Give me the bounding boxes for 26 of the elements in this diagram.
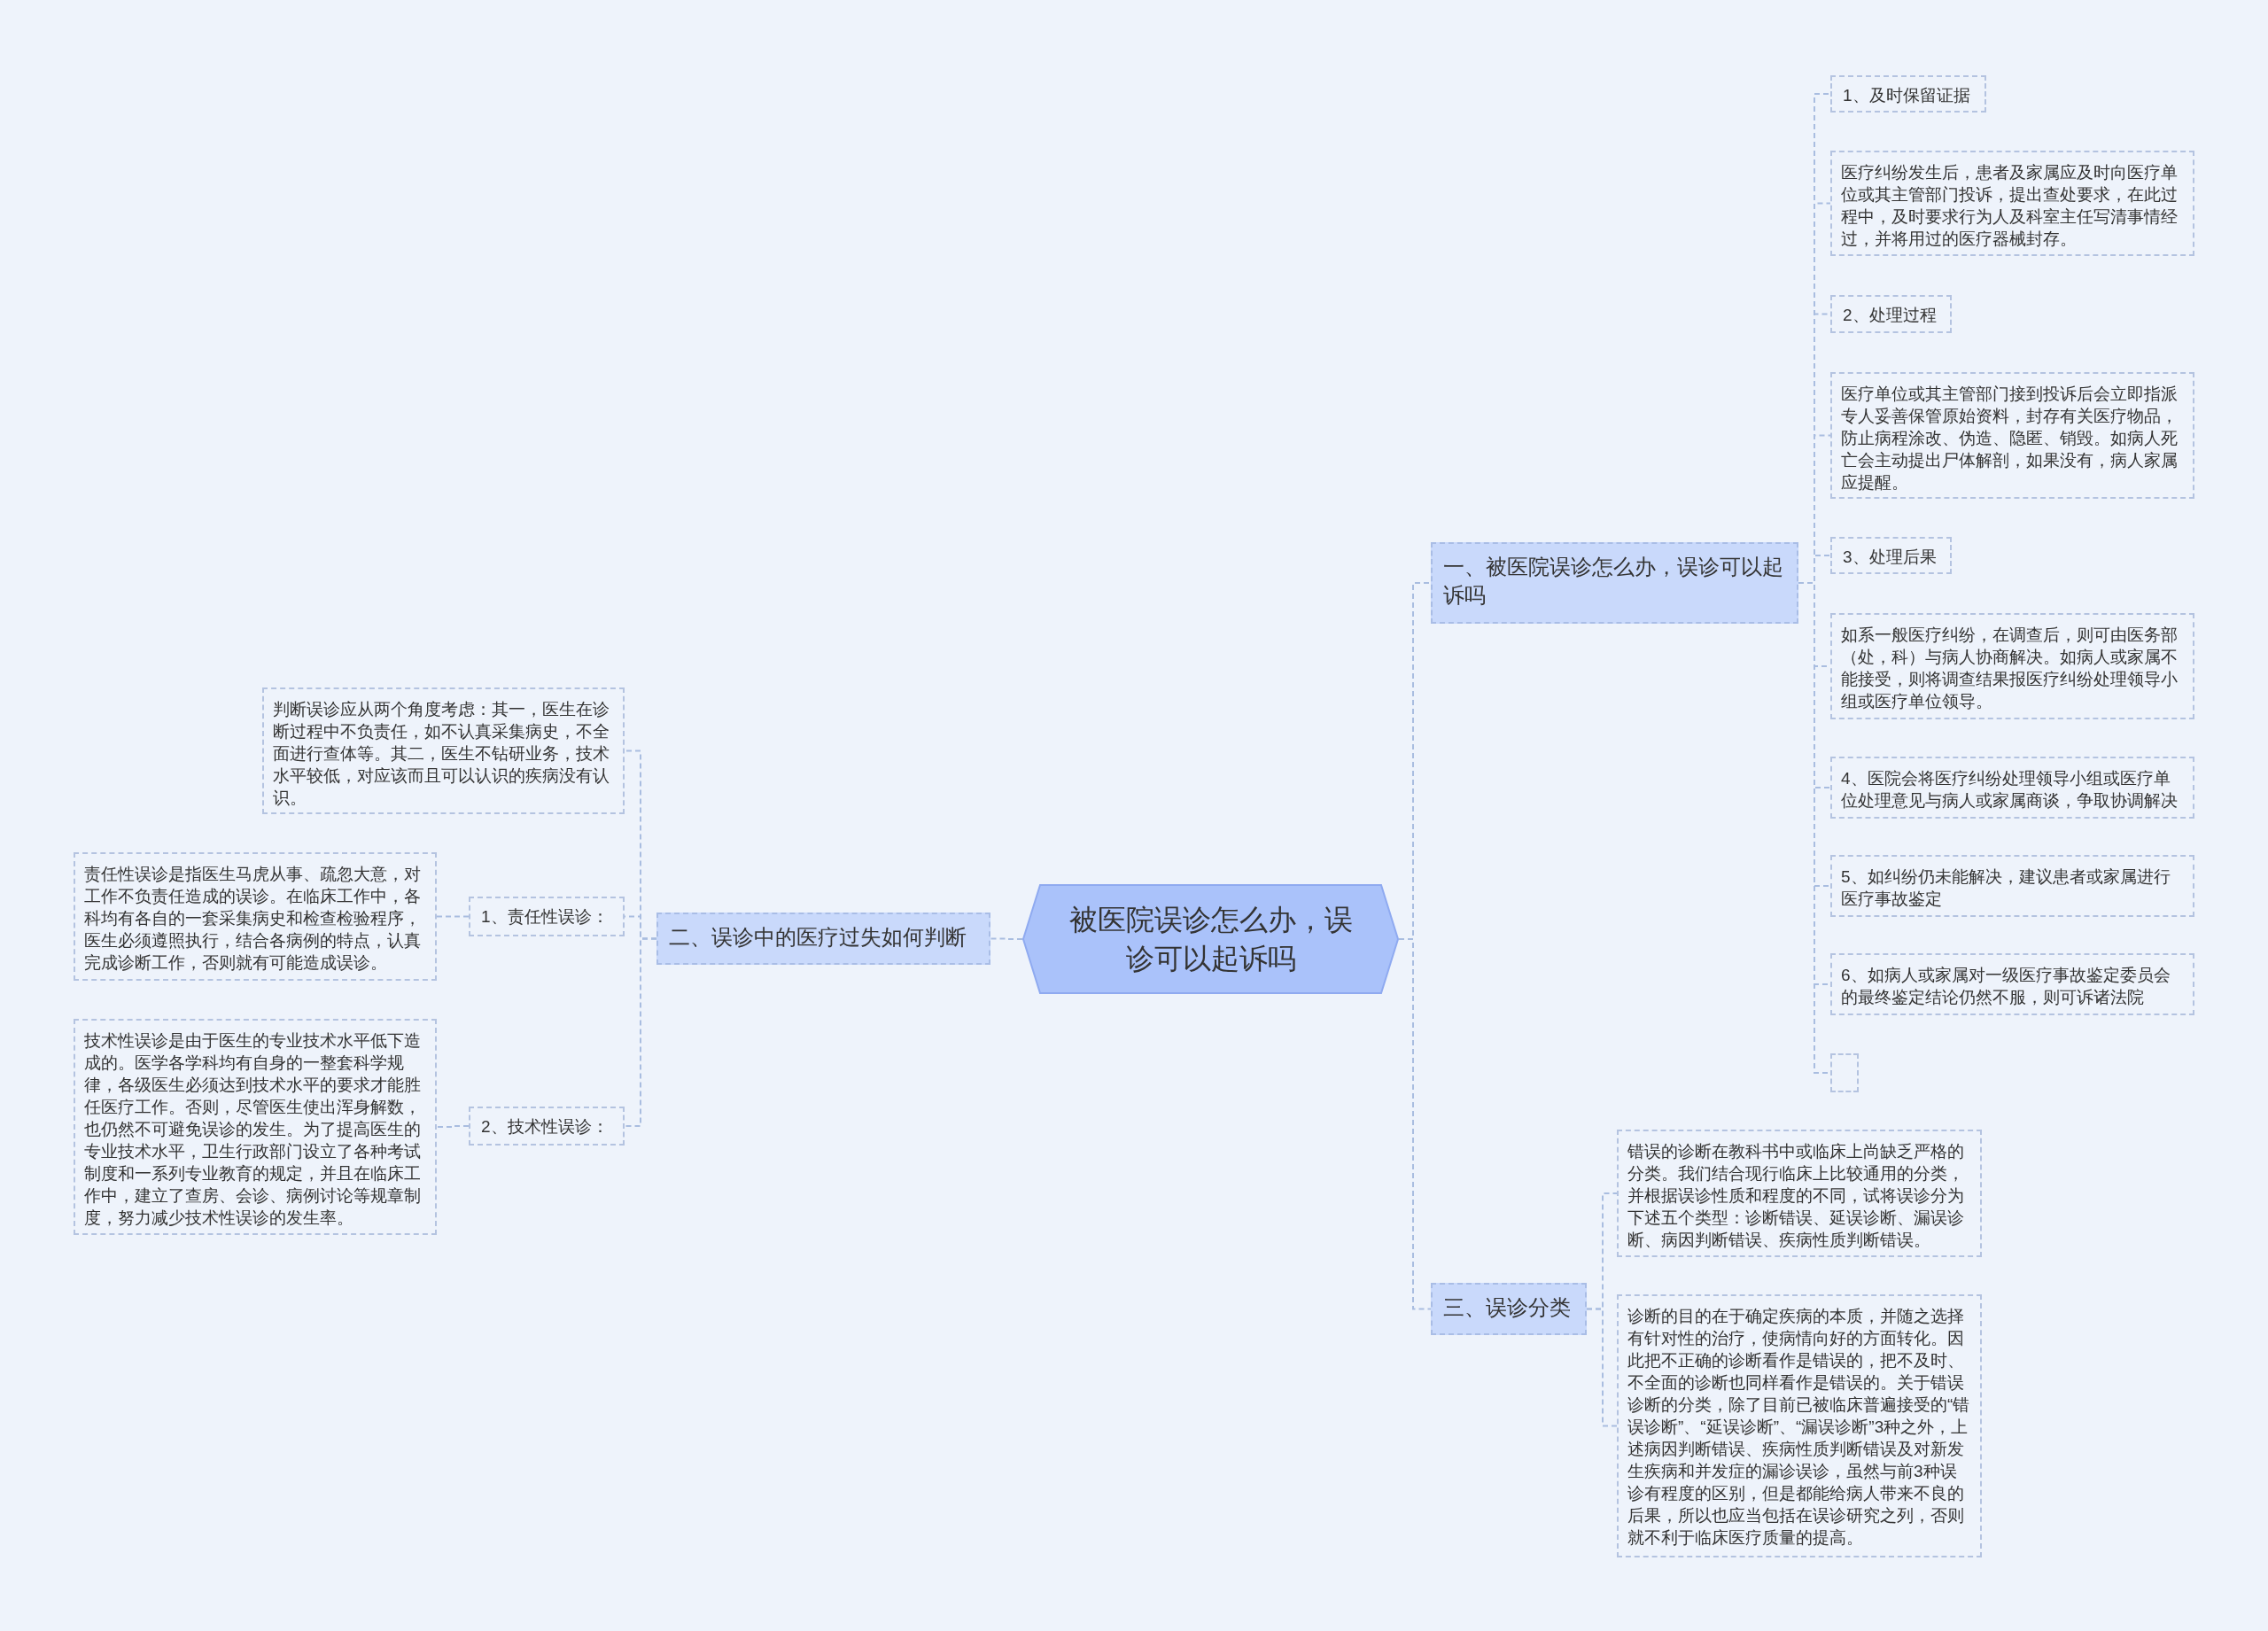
subtopic-box: 2、处理过程 <box>1830 295 1952 333</box>
text-box: 技术性误诊是由于医生的专业技术水平低下造成的。医学各学科均有自身的一整套科学规律，各级医生必须达到技术水平的要求才能胜任医疗工作。否则，尽管医生使出浑身解数，也仍然不可避免误诊的发生。为了提高医生的专业技术水平，卫生行政部门设立了各种考试制度和一系列专业教育的规定，并且在临床工作中，建立了查房、会诊、病例讨论等规章制度，努力减少技术性误诊的发生率。 <box>74 1019 437 1235</box>
text-box: 医疗纠纷发生后，患者及家属应及时向医疗单位或其主管部门投诉，提出查处要求，在此过程中，及时要求行为人及科室主任写清事情经过，并将用过的医疗器械封存。 <box>1830 151 2194 256</box>
text-box: 如系一般医疗纠纷，在调查后，则可由医务部（处，科）与病人协商解决。如病人或家属不能接受，则将调查结果报医疗纠纷处理领导小组或医疗单位领导。 <box>1830 613 2194 719</box>
text-box: 医疗单位或其主管部门接到投诉后会立即指派专人妥善保管原始资料，封存有关医疗物品，防止病程涂改、伪造、隐匿、销毁。如病人死亡会主动提出尸体解剖，如果没有，病人家属应提醒。 <box>1830 372 2194 499</box>
text-box: 诊断的目的在于确定疾病的本质，并随之选择有针对性的治疗，使病情向好的方面转化。因此把不正确的诊断看作是错误的，把不及时、不全面的诊断也同样看作是错误的。关于错误诊断的分类，除了目前已被临床普遍接受的“错误诊断”、“延误诊断”、“漏误诊断”3种之外，上述病因判断错误、疾病性质判断错误及对新发生疾病和并发症的漏诊误诊，虽然与前3种误诊有程度的区别，但是都能给病人带来不良的后果，所以也应当包括在误诊研究之列，否则就不利于临床医疗质量的提高。 <box>1617 1294 1982 1557</box>
topic-box: 一、被医院误诊怎么办，误诊可以起诉吗 <box>1431 542 1798 624</box>
central-topic-hexagon: 被医院误诊怎么办，误诊可以起诉吗 <box>1022 884 1399 994</box>
topic-box: 二、误诊中的医疗过失如何判断 <box>656 913 990 965</box>
connector-line <box>1586 1308 1618 1427</box>
connector-line <box>436 1125 470 1128</box>
subtopic-box: 1、及时保留证据 <box>1830 75 1986 113</box>
subtopic-box: 2、技术性误诊： <box>469 1107 625 1146</box>
subtopic-box: 1、责任性误诊： <box>469 897 625 936</box>
connector-line <box>624 937 657 1127</box>
connector-line <box>990 937 1023 940</box>
connector-line <box>436 915 470 918</box>
text-box: 责任性误诊是指医生马虎从事、疏忽大意，对工作不负责任造成的误诊。在临床工作中，各科均有各自的一套采集病史和检查检验程序，医生必须遵照执行，结合各病例的特点，认真完成诊断工作，否则就有可能造成误诊。 <box>74 852 437 981</box>
text-box: 判断误诊应从两个角度考虑：其一，医生在诊断过程中不负责任，如不认真采集病史，不全面进行查体等。其二，医生不钻研业务，技术水平较低，对应该而且可以认识的疾病没有认识。 <box>262 687 625 814</box>
text-box: 6、如病人或家属对一级医疗事故鉴定委员会的最终鉴定结论仍然不服，则可诉诸法院 <box>1830 953 2194 1015</box>
empty-box <box>1830 1053 1859 1092</box>
topic-box: 三、误诊分类 <box>1431 1283 1587 1335</box>
text-box: 5、如纠纷仍未能解决，建议患者或家属进行医疗事故鉴定 <box>1830 855 2194 917</box>
text-box: 4、医院会将医疗纠纷处理领导小组或医疗单位处理意见与病人或家属商谈，争取协调解决 <box>1830 757 2194 819</box>
subtopic-box: 3、处理后果 <box>1830 537 1952 574</box>
text-box: 错误的诊断在教科书中或临床上尚缺乏严格的分类。我们结合现行临床上比较通用的分类，并根据误诊性质和程度的不同，试将误诊分为下述五个类型：诊断错误、延误诊断、漏误诊断、病因判断错误、疾病性质判断错误。 <box>1617 1130 1982 1257</box>
